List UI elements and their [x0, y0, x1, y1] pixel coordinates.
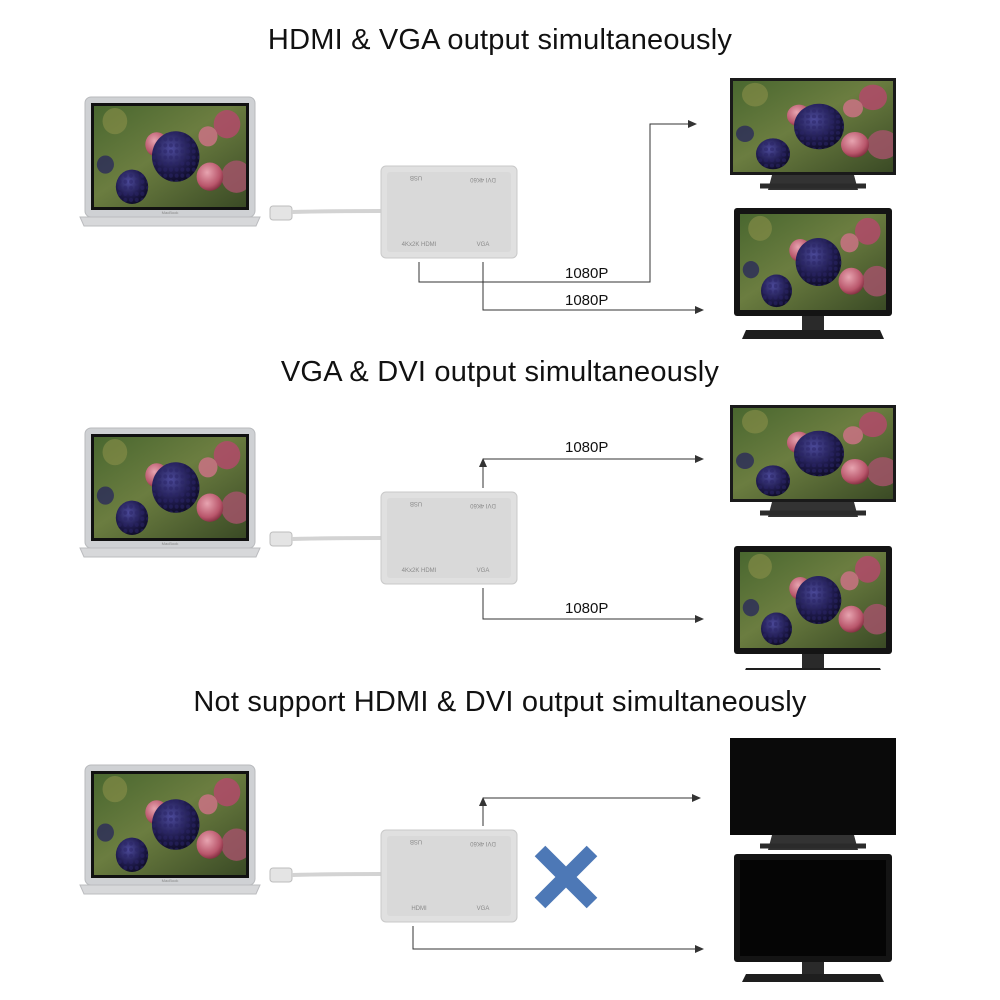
monitor-1 [730, 78, 896, 190]
svg-text:4Kx2K HDMI: 4Kx2K HDMI [402, 242, 437, 248]
adapter-hub: USB DVI 4K60 HDMI VGA [380, 829, 518, 923]
svg-text:VGA: VGA [477, 906, 490, 912]
resolution-label: 1080P [565, 439, 608, 456]
svg-text:USB: USB [410, 838, 422, 844]
resolution-label: 1080P [565, 600, 608, 617]
connection-diagram: MacBook USB DVI 4K60 4Kx2K HDMI VGA 1080… [79, 405, 896, 670]
monitor-1-off [730, 738, 896, 850]
laptop-icon: MacBook [79, 96, 261, 227]
section-title: VGA & DVI output simultaneously [280, 356, 720, 388]
svg-text:MacBook: MacBook [162, 541, 179, 546]
svg-text:DVI 4K60: DVI 4K60 [469, 176, 495, 182]
usb-c-cable [269, 867, 382, 883]
section-hdmi-vga: HDMI & VGA output simultaneously MacBook… [0, 0, 1000, 340]
svg-text:MacBook: MacBook [162, 210, 179, 215]
usb-c-cable [269, 205, 382, 221]
monitor-2 [734, 546, 892, 670]
signal-arrows [412, 794, 704, 953]
svg-text:VGA: VGA [477, 242, 490, 248]
x-mark-icon [534, 845, 598, 909]
connection-diagram: MacBook USB DVI 4K60 4Kx2K HDMI VGA 1080… [79, 78, 896, 339]
monitor-2 [734, 208, 892, 339]
adapter-hub: USB DVI 4K60 4Kx2K HDMI VGA [380, 491, 518, 585]
monitor-1 [730, 405, 896, 517]
svg-text:DVI 4K60: DVI 4K60 [469, 840, 495, 846]
svg-text:DVI 4K60: DVI 4K60 [469, 502, 495, 508]
laptop-icon: MacBook [79, 764, 261, 895]
svg-text:USB: USB [410, 500, 422, 506]
svg-text:MacBook: MacBook [162, 878, 179, 883]
section-hdmi-dvi-unsupported: Not support HDMI & DVI output simultaneo… [0, 670, 1000, 1000]
usb-c-cable [269, 531, 382, 547]
resolution-label: 1080P [565, 265, 608, 282]
svg-text:4Kx2K HDMI: 4Kx2K HDMI [402, 568, 437, 574]
signal-arrows [479, 455, 704, 623]
svg-text:HDMI: HDMI [411, 906, 427, 912]
svg-text:USB: USB [410, 174, 422, 180]
section-title: HDMI & VGA output simultaneously [267, 24, 733, 56]
section-title: Not support HDMI & DVI output simultaneo… [193, 686, 807, 718]
signal-arrows [418, 120, 704, 314]
connection-diagram: MacBook USB DVI 4K60 HDMI VGA [79, 738, 896, 982]
laptop-icon: MacBook [79, 427, 261, 558]
resolution-label: 1080P [565, 292, 608, 309]
section-vga-dvi: VGA & DVI output simultaneously MacBook … [0, 340, 1000, 670]
adapter-hub: USB DVI 4K60 4Kx2K HDMI VGA [380, 165, 518, 259]
monitor-2-off [734, 854, 892, 982]
svg-text:VGA: VGA [477, 568, 490, 574]
